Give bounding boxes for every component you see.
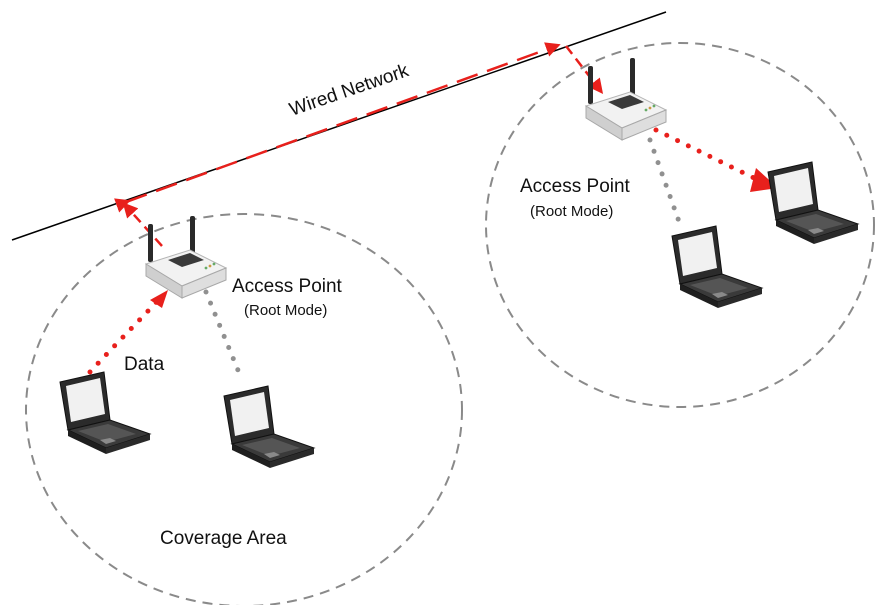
- laptop-icon: [671, 225, 763, 309]
- idle-link-right: [647, 137, 685, 233]
- laptop-icon: [59, 371, 151, 455]
- right-ap-downlink-arrow: [565, 45, 604, 94]
- laptop-icon: [223, 385, 315, 469]
- laptop-icon: [767, 161, 859, 245]
- wired-network-label: Wired Network: [287, 60, 412, 121]
- wired-network-link: [114, 42, 561, 213]
- coverage-area-left-circle: [25, 213, 463, 605]
- wireless-router-icon: [585, 57, 667, 141]
- left-ap-uplink-arrow: [122, 202, 163, 247]
- coverage-area-label: Coverage Area: [160, 528, 287, 549]
- wireless-router-icon: [145, 215, 227, 299]
- idle-link-left: [203, 289, 245, 383]
- access-point-label-right: Access Point: [520, 176, 631, 197]
- data-flow-arrowhead-left: [150, 290, 168, 308]
- access-point-label-left: Access Point: [232, 276, 343, 297]
- data-flow-dotted-right: [653, 127, 761, 183]
- root-mode-label-left: (Root Mode): [244, 302, 327, 319]
- root-mode-label-right: (Root Mode): [530, 203, 613, 220]
- coverage-area-right-circle: [485, 42, 875, 408]
- data-label: Data: [124, 354, 165, 375]
